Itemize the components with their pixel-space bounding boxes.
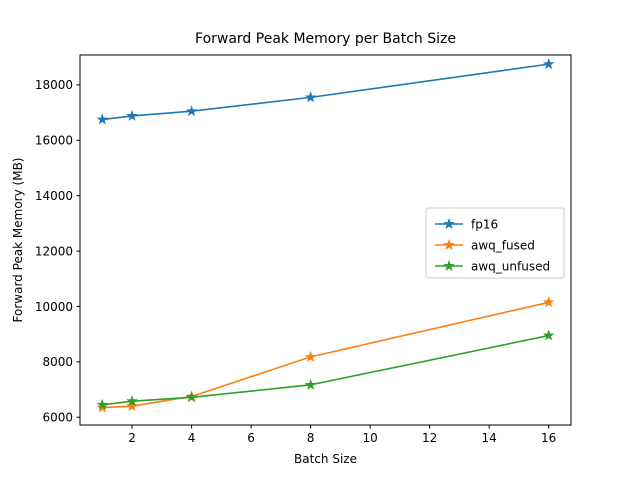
y-tick-label: 16000 (35, 134, 73, 148)
data-point-marker (304, 350, 317, 362)
data-point-marker (126, 395, 138, 407)
data-point-marker (126, 109, 138, 121)
x-tick-label: 16 (541, 431, 556, 445)
data-point-marker (304, 378, 317, 390)
legend-label-fp16: fp16 (471, 217, 498, 231)
x-tick-label: 14 (482, 431, 497, 445)
plot-frame (79, 54, 572, 426)
x-tick-label: 12 (422, 431, 437, 445)
x-tick-label: 2 (128, 431, 136, 445)
legend-label-awq_unfused: awq_unfused (471, 259, 550, 273)
y-tick-label: 12000 (35, 244, 73, 258)
y-tick-label: 6000 (42, 411, 73, 425)
x-axis: 2 4 6 8 10 12 14 16 (128, 425, 556, 445)
y-tick-label: 10000 (35, 300, 73, 314)
series-line-awq_unfused (101, 334, 550, 406)
legend: fp16 awq_fused awq_unfused (425, 207, 565, 279)
y-tick-label: 18000 (35, 78, 73, 92)
data-point-marker (304, 91, 317, 103)
y-tick-label: 8000 (42, 355, 73, 369)
data-point-marker (96, 113, 109, 125)
series-awq_unfused (96, 329, 555, 410)
x-axis-label: Batch Size (294, 452, 357, 466)
data-point-marker (185, 105, 198, 117)
data-point-marker (185, 391, 198, 403)
y-axis-label: Forward Peak Memory (MB) (11, 158, 25, 323)
data-point-marker (542, 329, 555, 341)
y-axis: 6000 8000 10000 12000 14000 16000 18000 (35, 78, 80, 425)
series-line-awq_fused (101, 301, 550, 409)
x-tick-label: 6 (247, 431, 255, 445)
x-tick-label: 8 (307, 431, 315, 445)
legend-label-awq_fused: awq_fused (471, 238, 535, 252)
series-line-fp16 (101, 63, 550, 121)
series-fp16 (96, 58, 555, 125)
x-tick-label: 4 (188, 431, 196, 445)
x-tick-label: 10 (362, 431, 377, 445)
legend-background (425, 207, 565, 279)
data-point-marker (542, 296, 555, 308)
data-point-marker (126, 400, 138, 412)
chart-title: Forward Peak Memory per Batch Size (195, 31, 456, 47)
series-awq_fused (96, 296, 555, 413)
y-tick-label: 14000 (35, 189, 73, 203)
data-point-marker (542, 58, 555, 70)
legend-marker-fp16 (443, 217, 455, 229)
data-point-marker (96, 398, 109, 410)
legend-marker-awq_unfused (443, 259, 455, 271)
legend-marker-awq_fused (443, 238, 455, 250)
